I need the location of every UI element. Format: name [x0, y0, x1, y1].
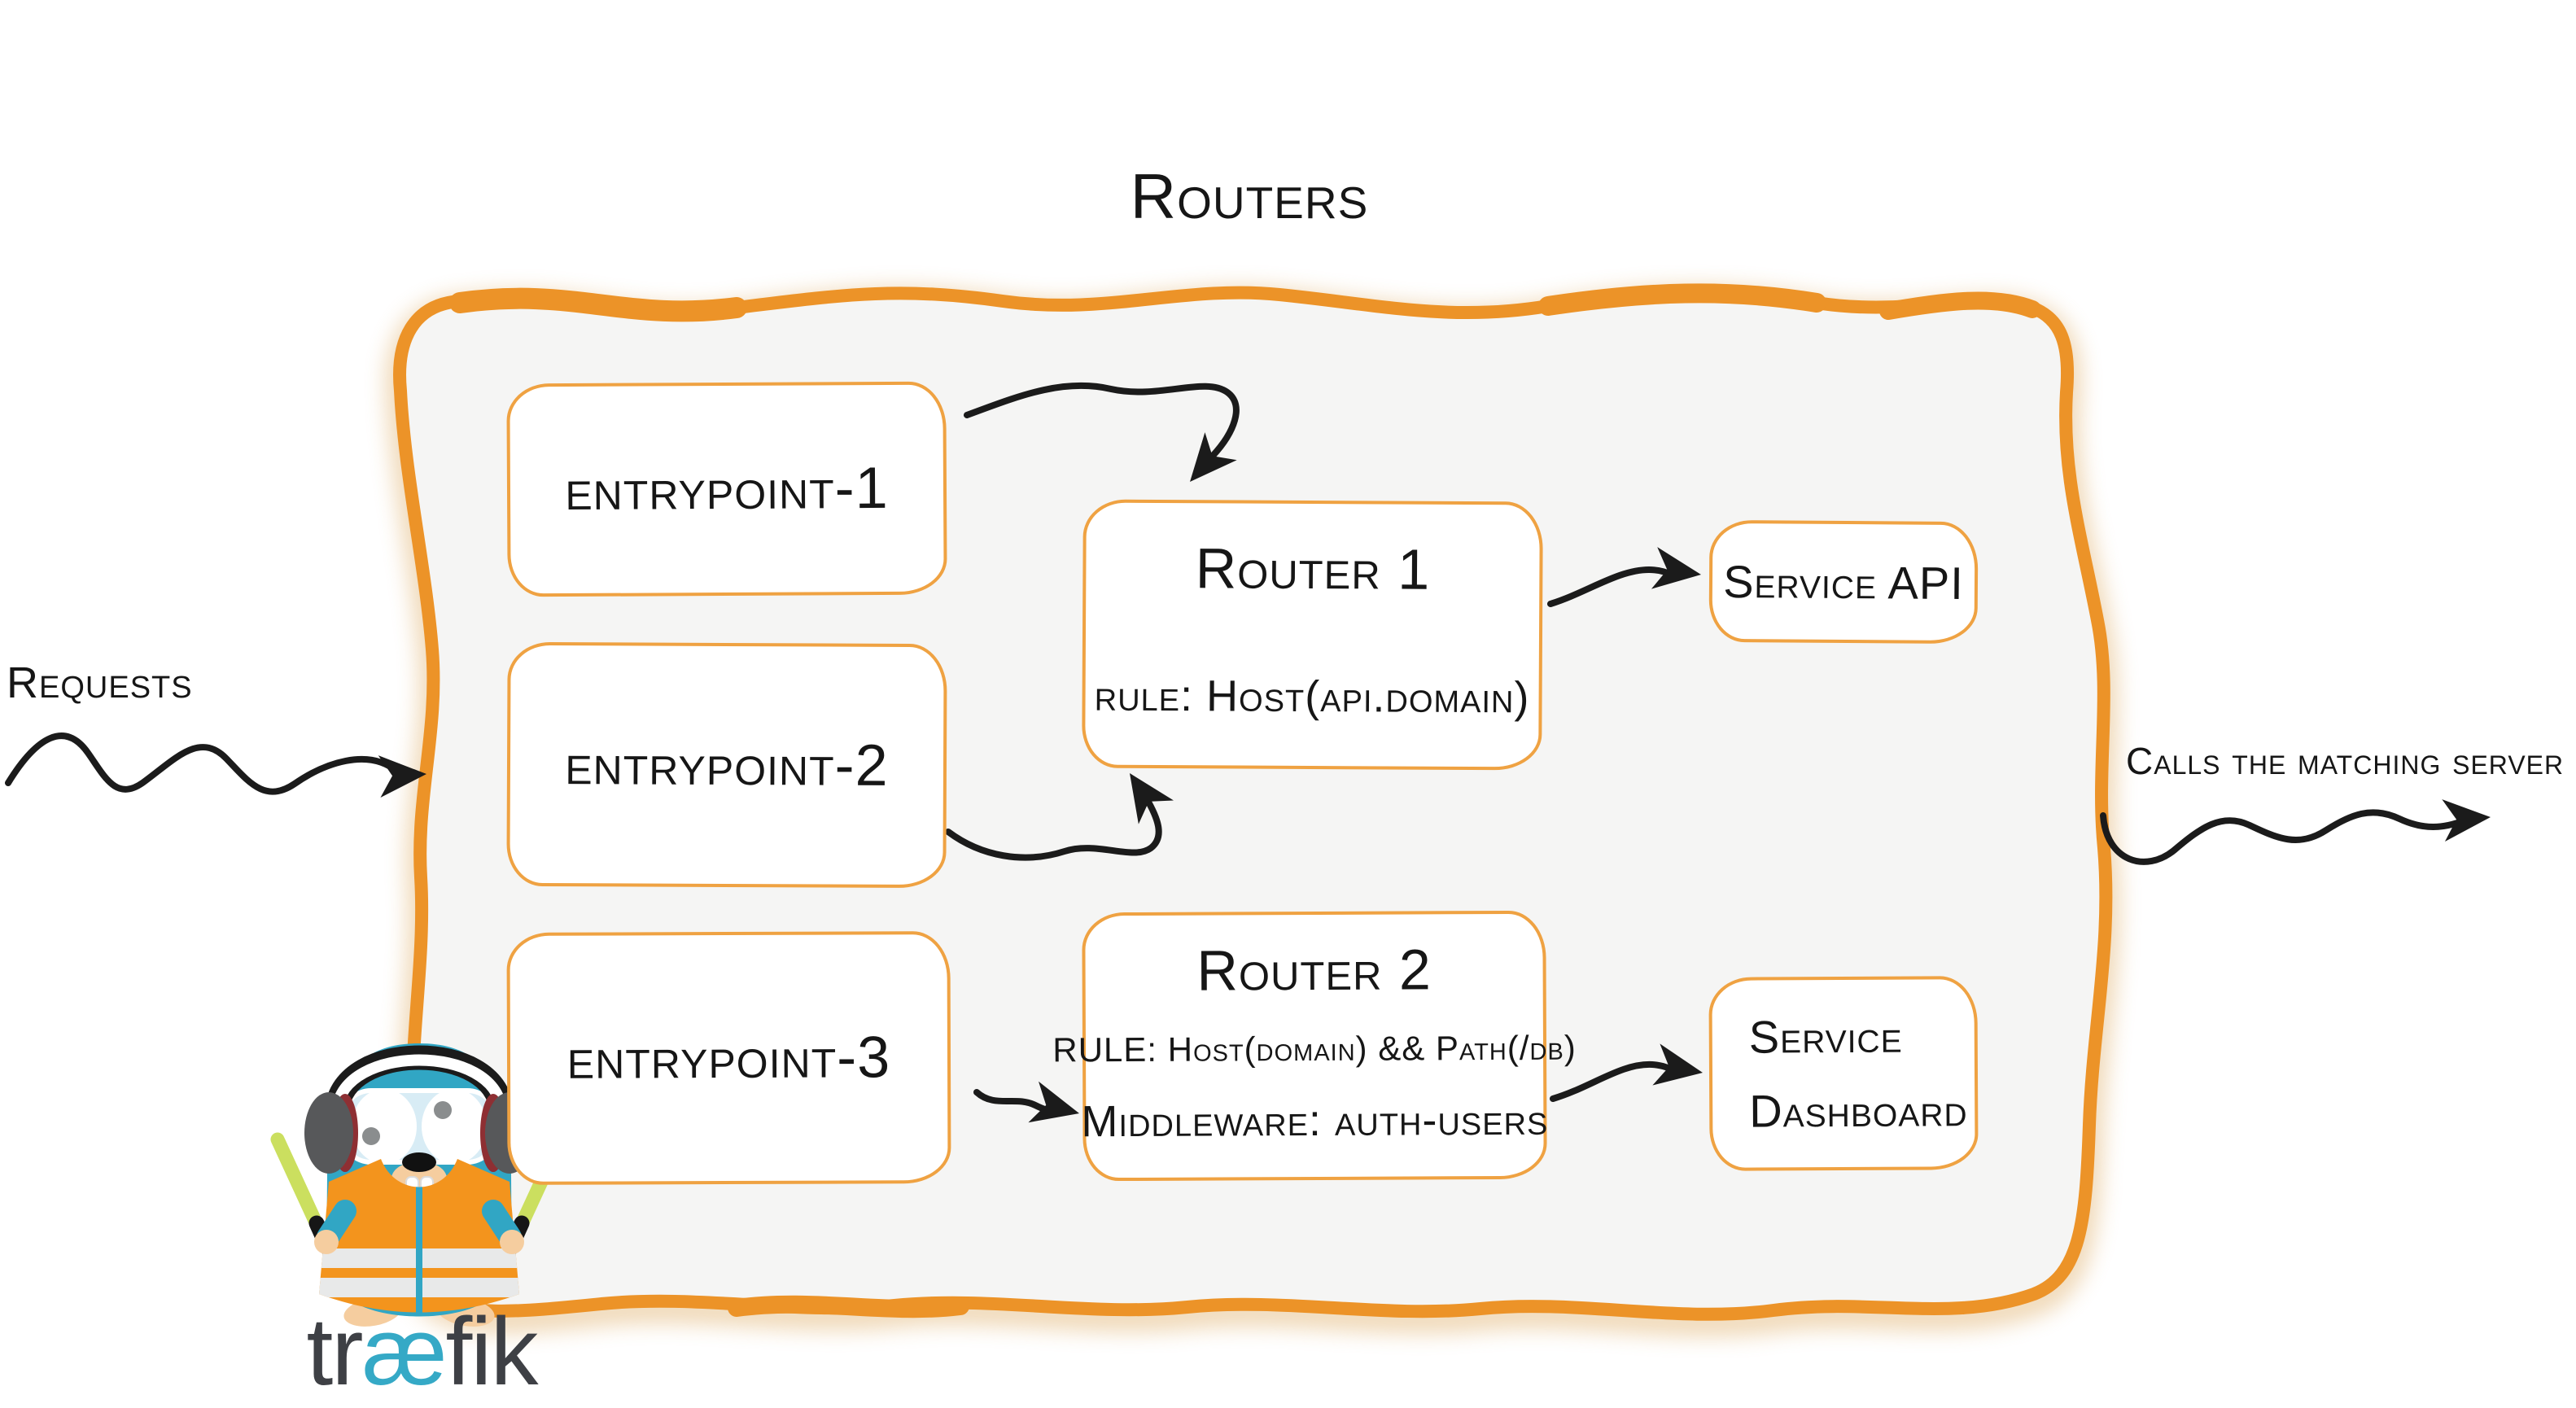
entrypoint-3-box: entrypoint-3	[506, 931, 951, 1185]
calls-the-matching-server-label: Calls the matching server	[2126, 740, 2565, 782]
entrypoint3-to-router2-arrow	[973, 1081, 1079, 1123]
router-1-rule: rule: Host(api.domain)	[1094, 671, 1530, 723]
requests-arrow	[5, 732, 426, 798]
entrypoint-3-label: entrypoint-3	[566, 1025, 891, 1091]
traefik-wordmark-fik: fik	[445, 1298, 539, 1406]
router-2-box: Router 2 RULE: Host(domain) && Path(/db)…	[1052, 910, 1577, 1182]
gopher-nose	[402, 1152, 436, 1172]
traefik-wordmark-tr: tr	[306, 1298, 363, 1406]
gopher-headband-inner	[331, 1054, 507, 1112]
traefik-gopher	[270, 1043, 568, 1327]
router-2-middleware: Middleware: auth-users	[1081, 1095, 1549, 1147]
gopher-vest-stripes	[319, 1185, 519, 1313]
entrypoint1-to-router1-arrow	[964, 382, 1240, 482]
service-dashboard-box: Service Dashboard	[1708, 976, 1979, 1171]
router-2-name: Router 2	[1196, 938, 1432, 1003]
router-2-rule: RULE: Host(domain) && Path(/db)	[1052, 1028, 1577, 1069]
gopher-pupil-left	[362, 1127, 380, 1145]
service-dashboard-line1: Service	[1748, 1010, 1903, 1063]
baton-left	[270, 1132, 323, 1230]
router-1-box: Router 1 rule: Host(api.domain)	[1082, 499, 1543, 771]
traefik-wordmark: træfik	[259, 1304, 584, 1400]
traefik-wordmark-ae: æ	[361, 1298, 448, 1406]
gopher-pupil-right	[434, 1101, 452, 1119]
gopher-hand-left	[314, 1230, 339, 1254]
panel-brush-strokes	[449, 283, 2041, 1318]
entrypoint-1-label: entrypoint-1	[565, 455, 889, 523]
gopher-eye-right	[422, 1089, 487, 1164]
router2-to-service-dashboard-arrow	[1550, 1043, 1703, 1102]
entrypoint-2-box: entrypoint-2	[506, 641, 947, 889]
service-dashboard-line2: Dashboard	[1749, 1084, 1968, 1137]
entrypoint-1-box: entrypoint-1	[506, 381, 947, 597]
gopher-earcup-left	[304, 1092, 353, 1174]
router1-to-service-api-arrow	[1547, 547, 1701, 607]
entrypoint-2-label: entrypoint-2	[565, 732, 889, 798]
entrypoint2-to-router1-arrow	[945, 773, 1174, 861]
requests-label: Requests	[7, 658, 193, 707]
page-title: Routers	[1130, 160, 1369, 232]
gopher-hand-right	[500, 1230, 524, 1254]
gopher-eye-left	[352, 1089, 417, 1164]
service-api-box: Service API	[1708, 519, 1979, 645]
calls-out-arrow	[2100, 799, 2491, 865]
service-api-label: Service API	[1722, 555, 1965, 609]
router-1-name: Router 1	[1195, 536, 1431, 601]
